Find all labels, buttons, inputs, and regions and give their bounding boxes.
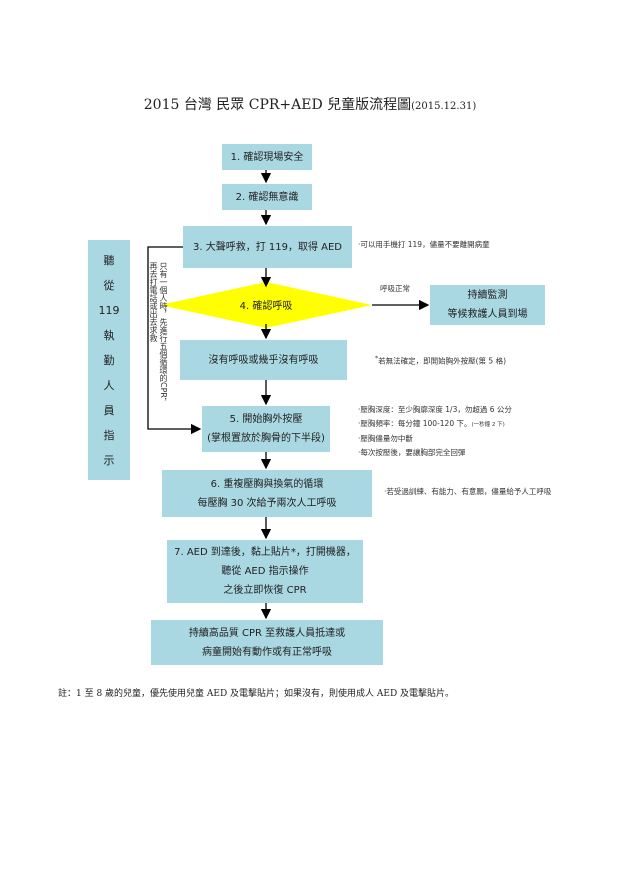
left-char: 執 (103, 328, 115, 342)
note-compression: ‧壓胸深度：至少胸廓深度 1/3，勿超過 6 公分 ‧壓胸頻率：每分鐘 100-… (358, 403, 512, 460)
note-uncertain-text: 若無法確定，即開始胸外按壓(第 5 格) (378, 356, 507, 366)
step-5-line1: 5. 開始胸外按壓 (229, 414, 303, 425)
step-1-box: 1. 確認現場安全 (222, 144, 312, 170)
branch-label: 呼吸正常 (380, 284, 410, 293)
title-date: (2015.12.31) (411, 101, 477, 112)
step-7-line3: 之後立即恢復 CPR (223, 585, 307, 596)
note-rate: ‧壓胸頻率：每分鐘 100-120 下。 (358, 419, 472, 428)
loop-text: 只有一個人時，先進行五個循環的CPR，再去打電話或出去求救 (148, 262, 168, 412)
monitor-box: 持續監測等候救護人員到場 (430, 285, 545, 325)
no-breath-box: 沒有呼吸或幾乎沒有呼吸 (180, 340, 347, 380)
left-char: 示 (103, 453, 115, 467)
step-5-line2: (掌根置放於胸骨的下半段) (207, 433, 325, 444)
loop-text-line1: 只有一個人時，先進行五個循環的CPR， (159, 262, 168, 406)
no-breath-text: 沒有呼吸或幾乎沒有呼吸 (208, 354, 319, 366)
page-title: 2015 台灣 民眾 CPR+AED 兒童版流程圖(2015.12.31) (0, 94, 620, 114)
step-8-line2: 病童開始有動作或有正常呼吸 (202, 646, 332, 658)
note-depth: ‧壓胸深度：至少胸廓深度 1/3，勿超過 6 公分 (358, 405, 512, 414)
left-char: 從 (103, 278, 115, 292)
step-2-text: 2. 確認無意識 (235, 191, 299, 203)
left-char: 勤 (103, 353, 115, 367)
step-6-line1: 6. 重複壓胸與換氣的循環 (210, 478, 324, 490)
step-4-text: 4. 確認呼吸 (239, 301, 293, 312)
step-8-line1: 持續高品質 CPR 至救護人員抵達或 (188, 627, 346, 639)
monitor-line1: 持續監測 (467, 290, 508, 301)
footnote: 註：1 至 8 歲的兒童，優先使用兒童 AED 及電擊貼片；如果沒有，則使用成人… (58, 689, 455, 699)
left-char: 指 (103, 428, 115, 442)
step-6-box: 6. 重複壓胸與換氣的循環每壓胸 30 次給予兩次人工呼吸 (162, 470, 372, 517)
left-char: 聽 (103, 253, 115, 267)
step-7-line2: 聽從 AED 指示操作 (221, 566, 309, 577)
note-rate-hint: (一秒鐘 2 下) (471, 422, 505, 428)
loop-text-line2: 再去打電話或出去求救 (149, 262, 158, 342)
step-7-box: 7. AED 到達後，黏上貼片*，打開機器， 聽從 AED 指示操作之後立即恢復 … (167, 540, 363, 603)
note-recoil: ‧每次按壓後，要讓胸部完全回彈 (358, 448, 466, 457)
left-char: 員 (103, 403, 115, 417)
note-rate-row: ‧壓胸頻率：每分鐘 100-120 下。(一秒鐘 2 下) (358, 417, 512, 432)
note-continuous: ‧壓胸儘量勿中斷 (358, 434, 413, 443)
title-text: 2015 台灣 民眾 CPR+AED 兒童版流程圖 (143, 97, 412, 113)
follow-119-box: 聽 從 119 執 勤 人 員 指 示 (88, 240, 130, 480)
step-7-line1: 7. AED 到達後，黏上貼片*，打開機器， (174, 547, 356, 558)
step-8-box: 持續高品質 CPR 至救護人員抵達或病童開始有動作或有正常呼吸 (151, 620, 383, 665)
step-6-line2: 每壓胸 30 次給予兩次人工呼吸 (197, 497, 337, 509)
decision-diamond (160, 282, 372, 328)
note-phone: ‧可以用手機打 119，儘量不要離開病童 (358, 240, 490, 249)
left-char: 119 (98, 303, 120, 317)
left-char: 人 (103, 378, 115, 392)
monitor-line2: 等候救護人員到場 (447, 309, 528, 320)
step-5-box: 5. 開始胸外按壓 (掌根置放於胸骨的下半段) (202, 406, 330, 452)
step-1-text: 1. 確認現場安全 (230, 151, 304, 163)
note-uncertain: *若無法確定，即開始胸外按壓(第 5 格) (375, 355, 507, 366)
step-2-box: 2. 確認無意識 (222, 184, 312, 210)
step-3-text: 3. 大聲呼救，打 119，取得 AED (192, 241, 343, 253)
note-breath: ‧若受過訓練、有能力、有意願，儘量給予人工呼吸 (384, 487, 552, 496)
step-3-box: 3. 大聲呼救，打 119，取得 AED (183, 226, 352, 268)
